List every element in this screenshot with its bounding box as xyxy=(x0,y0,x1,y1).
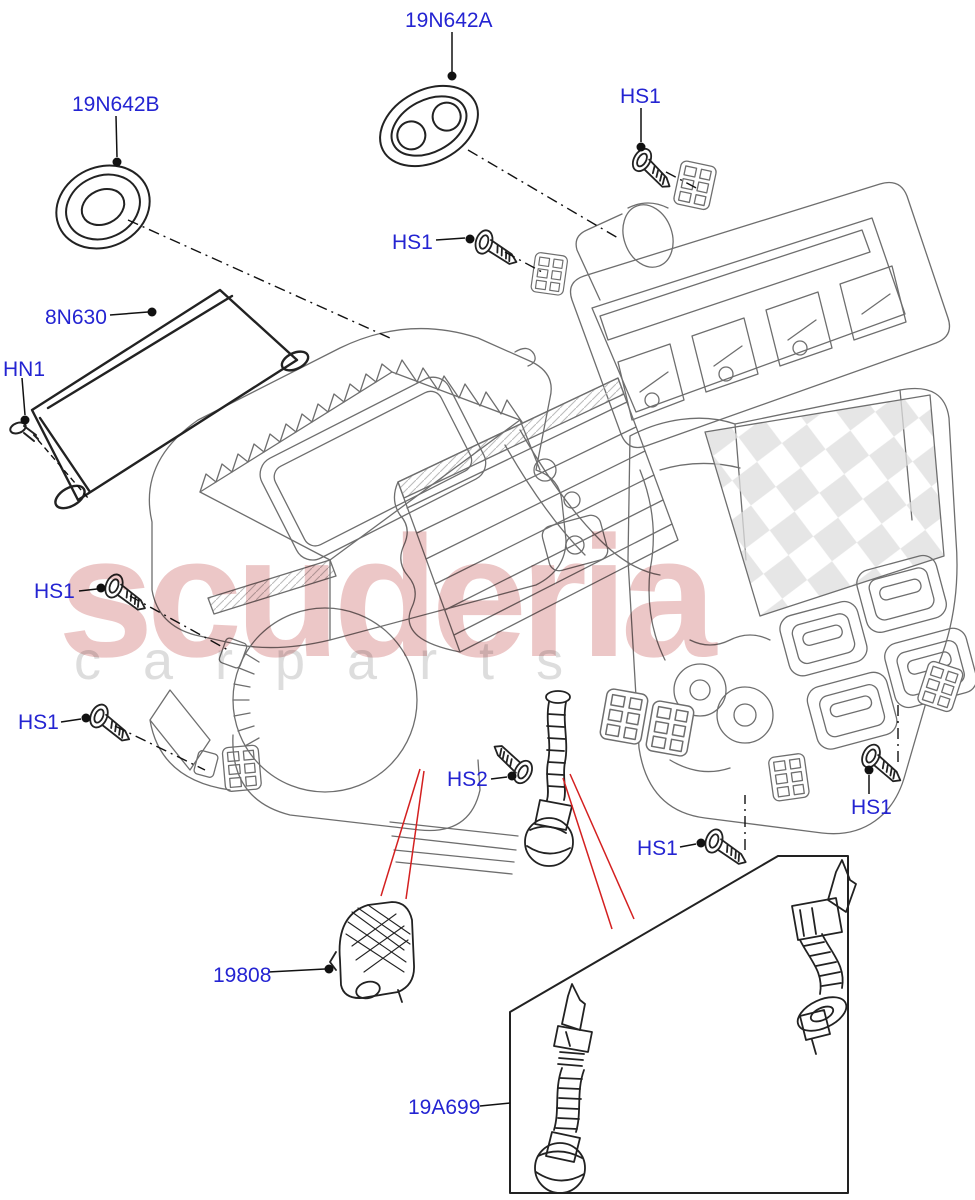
resistor-19808 xyxy=(329,901,415,1003)
round-grommet-19n642b xyxy=(55,164,151,250)
leader-lines xyxy=(21,32,870,1107)
label-hs1-right[interactable]: HS1 xyxy=(851,796,892,819)
label-hs1-left-lower[interactable]: HS1 xyxy=(18,711,59,734)
alignment-dash-lines xyxy=(114,149,899,850)
hvac-main-assembly xyxy=(148,159,975,875)
label-hs2[interactable]: HS2 xyxy=(447,768,488,791)
screw-hs1-right xyxy=(857,740,911,785)
defroster-frame xyxy=(569,181,951,449)
label-19n642b[interactable]: 19N642B xyxy=(72,93,160,116)
screw-hs1-top-right xyxy=(627,144,681,191)
inset-hose-right xyxy=(791,859,857,1055)
red-pointer-lines xyxy=(380,768,635,930)
cover-panel-8n630 xyxy=(30,288,310,510)
heater-case-right xyxy=(627,387,958,835)
label-19808[interactable]: 19808 xyxy=(213,964,272,987)
label-hs1-mid[interactable]: HS1 xyxy=(392,231,433,254)
upper-duct xyxy=(575,202,674,301)
drain-hose xyxy=(524,690,574,867)
control-cables xyxy=(504,429,661,576)
screw-hs1-left-lower xyxy=(85,700,139,744)
label-19n642a[interactable]: 19N642A xyxy=(405,9,493,32)
label-hn1[interactable]: HN1 xyxy=(3,358,46,381)
label-hs1-bottom-mid[interactable]: HS1 xyxy=(637,837,678,860)
label-hs1-top-right[interactable]: HS1 xyxy=(620,85,661,108)
screw-hs1-left-upper xyxy=(100,570,154,613)
label-hs1-left-upper[interactable]: HS1 xyxy=(34,580,75,603)
oval-grommet-19n642a xyxy=(379,84,479,168)
inset-hose-left xyxy=(534,983,593,1194)
stud-dash-line xyxy=(37,439,89,499)
inset-box xyxy=(509,855,849,1194)
label-8n630[interactable]: 8N630 xyxy=(45,306,107,329)
stud-hn1 xyxy=(9,421,39,442)
screw-hs1-mid xyxy=(471,227,524,267)
label-19a699[interactable]: 19A699 xyxy=(408,1096,481,1119)
leader-dots xyxy=(20,71,874,974)
blower-housing xyxy=(149,607,519,875)
